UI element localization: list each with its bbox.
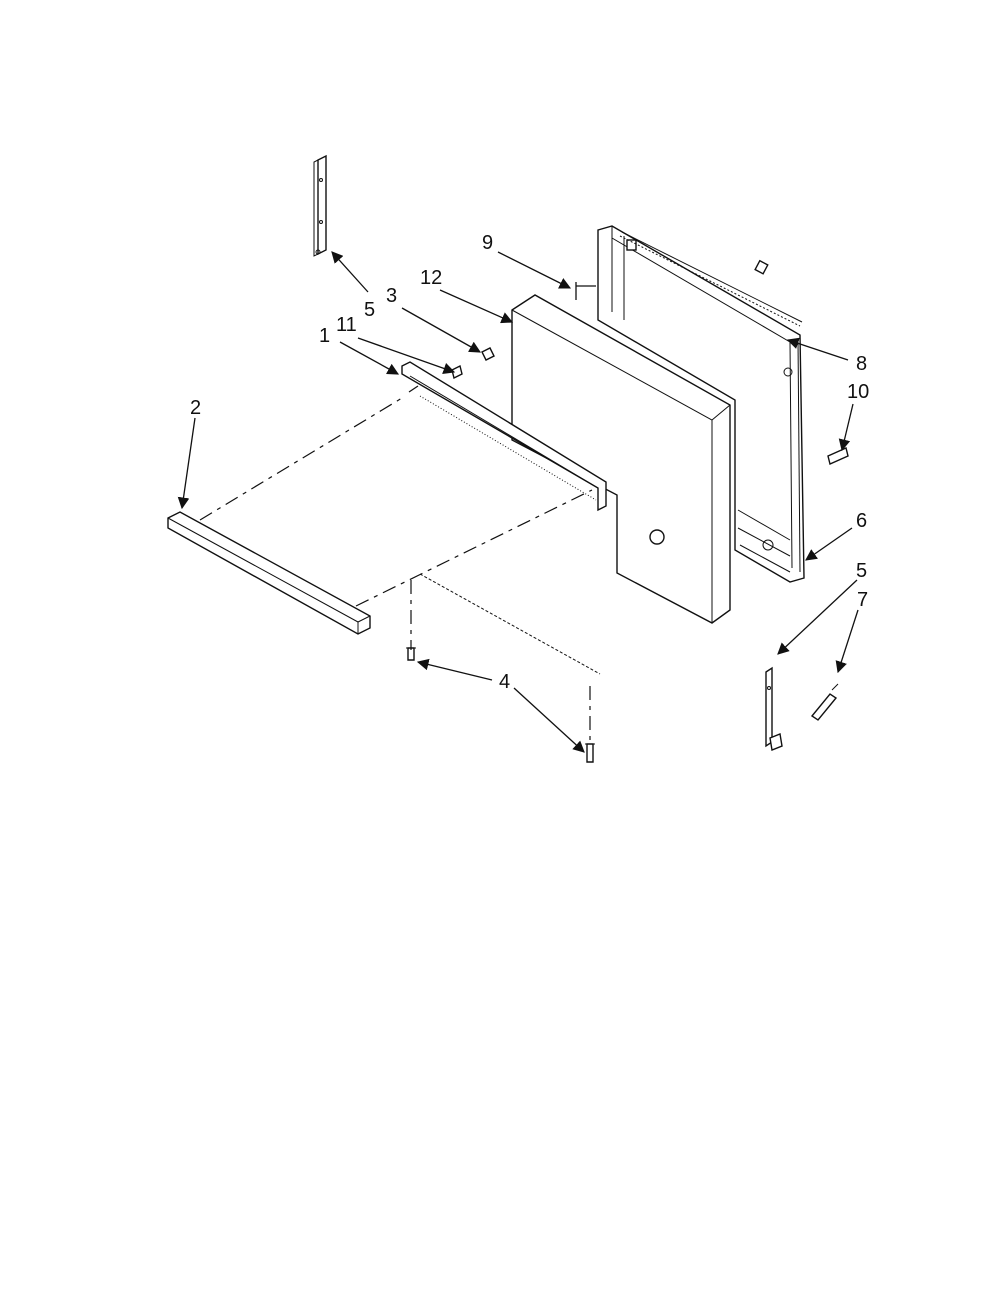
part-5-upper-hinge <box>313 154 327 257</box>
callout-10: 10 <box>847 381 869 403</box>
callout-12: 12 <box>420 267 442 289</box>
callout-9: 9 <box>482 232 493 254</box>
callout-7: 7 <box>857 589 868 611</box>
part-7-hinge-pin <box>810 683 839 721</box>
callout-8: 8 <box>856 353 867 375</box>
part-2-door-handle <box>167 511 371 635</box>
part-9-inner-door-frame <box>597 225 805 583</box>
part-1-vent-channel <box>401 361 607 512</box>
callout-1: 1 <box>319 325 330 347</box>
callout-5-upper: 5 <box>364 299 375 321</box>
part-10-screw <box>827 447 849 465</box>
callout-11: 11 <box>336 314 357 336</box>
bottom-trim-strip <box>419 573 601 675</box>
leader-lines <box>177 251 859 753</box>
part-8-gasket-strip <box>619 231 803 327</box>
callout-2: 2 <box>190 397 201 419</box>
callout-6: 6 <box>856 510 867 532</box>
part-5-lower-hinge <box>765 666 783 751</box>
callout-3: 3 <box>386 285 397 307</box>
part-4-screws <box>406 647 595 763</box>
part-3-screw <box>481 347 495 361</box>
callout-labels: 1 2 3 4 5 5 6 7 8 9 10 11 12 <box>190 232 869 693</box>
assembly-lines <box>199 385 593 744</box>
callout-5-lower: 5 <box>856 560 867 582</box>
callout-4: 4 <box>499 671 510 693</box>
